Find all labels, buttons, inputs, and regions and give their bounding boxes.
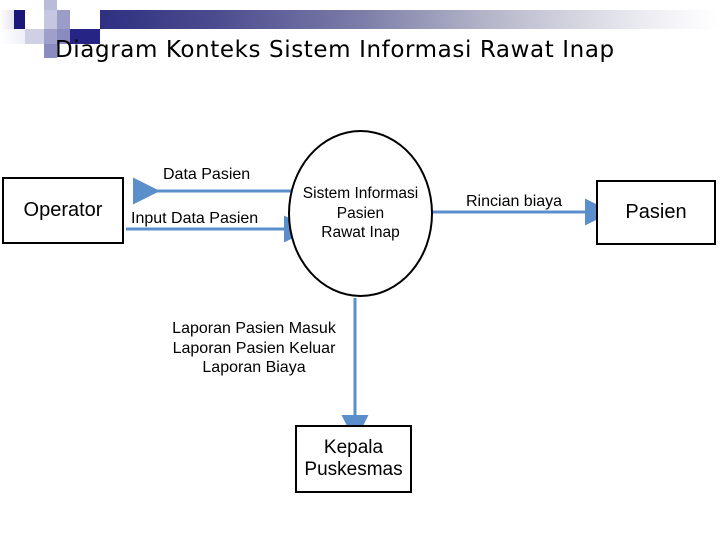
flow-label-laporan: Laporan Pasien Masuk Laporan Pasien Kelu… [166,319,342,378]
header-square-18 [57,44,70,58]
header-square-2 [25,0,37,10]
header-square-4 [57,0,70,10]
page-title: Diagram Konteks Sistem Informasi Rawat I… [55,37,615,63]
header-square-13 [44,29,57,44]
flow-label-rincian-biaya: Rincian biaya [466,193,563,210]
header-square-8 [44,10,57,29]
header-square-16 [25,44,44,58]
flow-label-laporan-line-3: Laporan Biaya [202,359,306,377]
header-square-6 [14,10,25,29]
header-gradient-band [100,10,720,29]
flow-label-input-data-pasien: Input Data Pasien [131,210,259,227]
process-label: Sistem Informasi Pasien Rawat Inap [303,184,418,243]
header-square-17 [44,44,57,58]
flow-label-data-pasien: Data Pasien [163,166,251,183]
header-square-11 [0,29,25,44]
header-square-1 [14,0,25,10]
entity-kepala-puskesmas[interactable]: Kepala Puskesmas [295,425,412,493]
entity-pasien-label: Pasien [625,201,687,223]
entity-pasien[interactable]: Pasien [596,180,716,245]
header-square-7 [25,10,44,29]
header-square-5 [0,10,14,29]
entity-kepala-puskesmas-label: Kepala Puskesmas [304,437,402,481]
process-sistem-informasi-pasien-rawat-inap[interactable]: Sistem Informasi Pasien Rawat Inap [288,130,433,297]
flow-label-laporan-line-1: Laporan Pasien Masuk [172,320,336,337]
header-square-12 [25,29,44,44]
process-line-2: Pasien [336,204,385,222]
header-square-3 [44,0,57,10]
process-line-3: Rawat Inap [321,224,400,242]
entity-kepala-line-2: Puskesmas [304,459,403,480]
header-square-15 [70,29,100,44]
entity-operator[interactable]: Operator [2,177,124,244]
entity-kepala-line-1: Kepala [323,437,384,459]
header-square-9 [57,10,70,29]
header-square-10 [70,10,100,29]
flow-label-laporan-line-2: Laporan Pasien Keluar [172,339,336,357]
entity-operator-label: Operator [23,199,103,221]
header-square-14 [57,29,70,44]
process-line-1: Sistem Informasi [302,184,419,202]
